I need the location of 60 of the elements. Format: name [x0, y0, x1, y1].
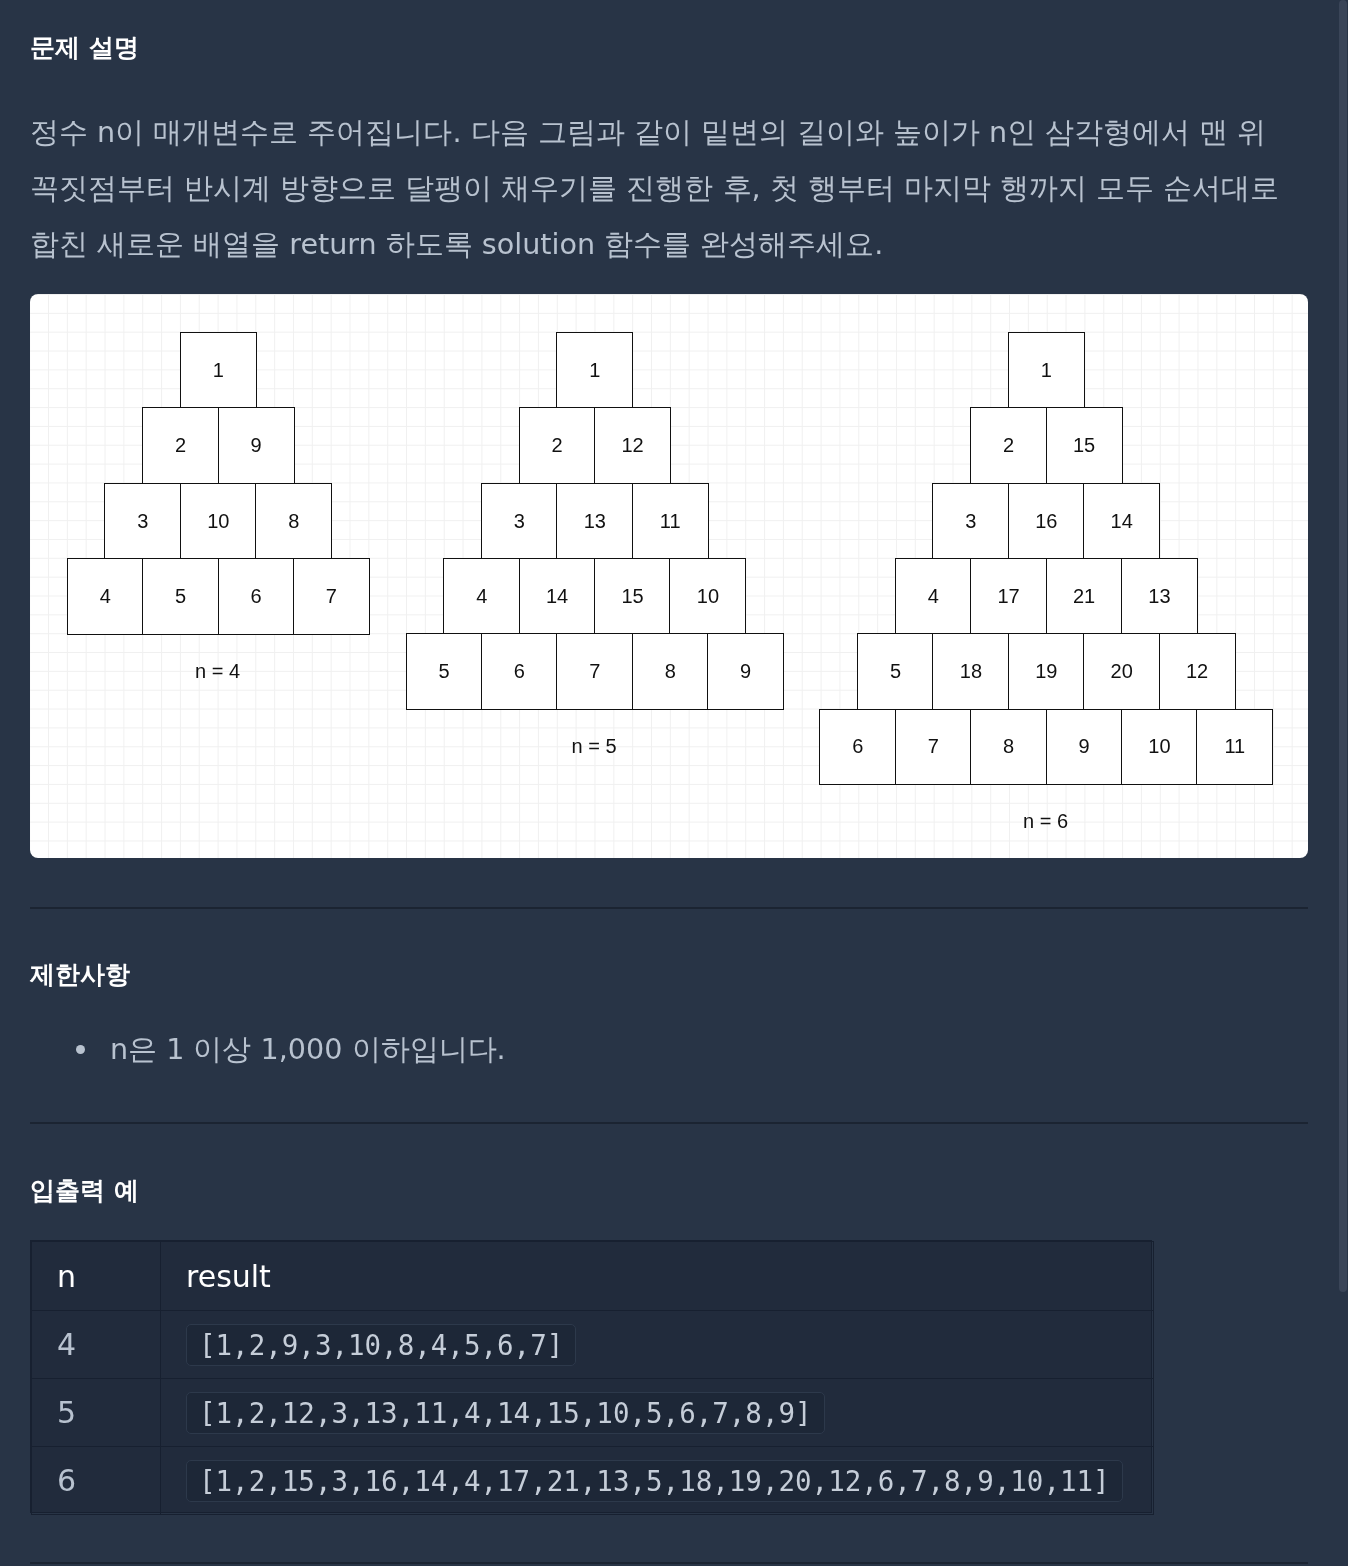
section-heading: 입출력 예	[30, 1175, 139, 1207]
number-cell: 5	[857, 633, 934, 711]
number-cell: 3	[104, 482, 182, 560]
constraint-text: n은 1 이상 1,000 이하입니다.	[110, 1031, 506, 1068]
number-cell: 3	[932, 482, 1010, 560]
number-cell: 7	[556, 633, 634, 711]
number-cell: 12	[1158, 633, 1236, 711]
number-cell: 1	[1007, 332, 1085, 409]
number-cell: 10	[669, 557, 747, 635]
table-cell: 6	[31, 1446, 161, 1515]
number-cell: 7	[292, 557, 370, 635]
number-cell: 18	[932, 633, 1010, 711]
number-cell: 6	[819, 708, 897, 786]
number-cell: 19	[1007, 633, 1085, 711]
number-cell: 13	[556, 482, 634, 560]
section-heading: 문제 설명	[30, 32, 139, 64]
number-cell: 5	[142, 557, 220, 635]
number-cell: 10	[179, 482, 257, 560]
number-cell: 16	[1007, 482, 1085, 560]
number-cell: 7	[894, 708, 972, 786]
number-cell: 17	[970, 557, 1048, 635]
number-cell: 4	[66, 557, 144, 635]
number-cell: 3	[480, 482, 558, 560]
code-snippet: [1,2,9,3,10,8,4,5,6,7]	[186, 1323, 577, 1366]
code-snippet: [1,2,15,3,16,14,4,17,21,13,5,18,19,20,12,6,7,8,9,10,11]	[186, 1459, 1123, 1502]
number-cell: 21	[1045, 557, 1123, 635]
column-header: result	[160, 1241, 1154, 1311]
number-cell: 6	[480, 633, 558, 711]
number-cell: 15	[594, 557, 671, 635]
number-cell: 11	[631, 482, 709, 560]
number-cell: 12	[594, 407, 671, 485]
caption-label: n = 5	[571, 734, 617, 758]
number-cell: 4	[443, 557, 521, 635]
caption-label: n = 6	[1023, 809, 1068, 833]
number-cell: 2	[142, 407, 220, 485]
number-cell: 8	[631, 633, 709, 711]
number-cell: 9	[707, 633, 785, 711]
number-cell: 14	[1083, 482, 1161, 560]
number-cell: 10	[1120, 708, 1198, 786]
number-cell: 1	[556, 332, 634, 409]
number-cell: 4	[894, 557, 972, 635]
number-cell: 13	[1120, 557, 1198, 635]
number-cell: 9	[1045, 708, 1123, 786]
number-cell: 20	[1083, 633, 1161, 711]
number-cell: 2	[970, 407, 1048, 485]
caption-label: n = 4	[195, 659, 240, 683]
number-cell: 2	[518, 407, 596, 485]
description-paragraph: 정수 n이 매개변수로 주어집니다. 다음 그림과 같이 밑변의 길이와 높이가 n인 삼각형에서 맨 위 꼭짓점부터 반시계 방향으로 달팽이 채우기를 진행한 후, 첫 행부터 마지막 행까지 모두 순서대로 합친 새로운 배열을 return 하도록 solution 함수를 완성해주세요.	[30, 114, 1281, 263]
number-cell: 8	[255, 482, 333, 560]
code-snippet: [1,2,12,3,13,11,4,14,15,10,5,6,7,8,9]	[186, 1391, 825, 1434]
number-cell: 1	[179, 332, 257, 409]
section-heading: 제한사항	[30, 959, 130, 991]
column-header: n	[31, 1241, 161, 1311]
number-cell: 11	[1196, 708, 1274, 786]
number-cell: 6	[217, 557, 295, 635]
number-cell: 14	[518, 557, 596, 635]
number-cell: 5	[405, 633, 483, 711]
number-cell: 9	[217, 407, 295, 485]
number-cell: 8	[970, 708, 1048, 786]
number-cell: 15	[1045, 407, 1123, 485]
